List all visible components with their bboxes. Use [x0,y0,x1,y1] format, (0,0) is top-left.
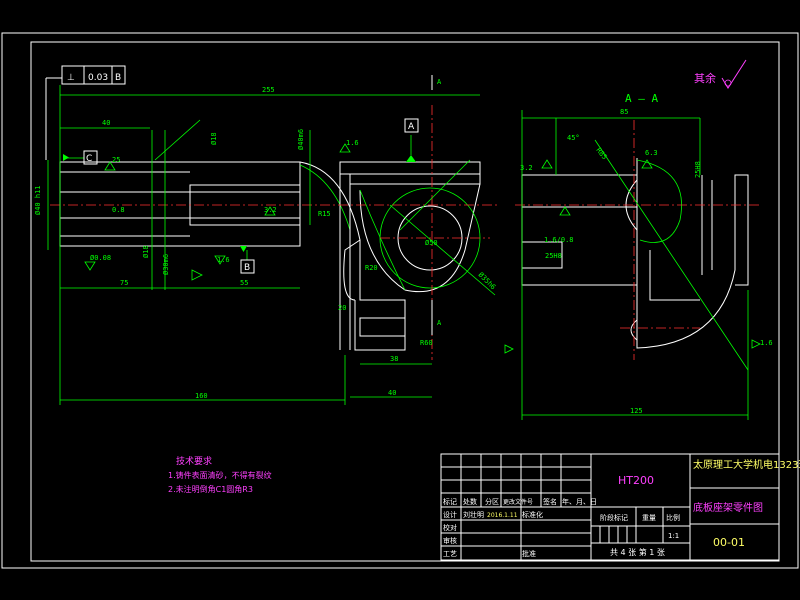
svg-text:Ø0.08: Ø0.08 [90,254,111,262]
tolerance-datum: B [115,73,121,83]
svg-text:R20: R20 [365,264,378,272]
svg-text:0.8: 0.8 [112,206,125,214]
row-design: 设计 [443,510,457,519]
sheet-count: 共 4 张 第 1 张 [610,547,665,557]
datum-b-box [240,259,255,274]
roughness-label: 其余 [694,71,716,85]
perpendicularity-tolerance-frame: ⊥ 0.03 B [61,65,126,85]
svg-text:6.3: 6.3 [645,149,658,157]
row-count: 处数 [463,497,477,506]
section-view-a-a [504,110,761,420]
front-view-dimensions: 255 40 75 55 160 40 38 Ø40 h11 Ø40m6 Ø18… [34,86,497,400]
row-approve: 批准 [522,549,536,558]
row-zone: 分区 [485,497,499,506]
svg-text:Ø18: Ø18 [142,245,150,258]
row-process: 工艺 [443,550,457,558]
designer-name: 刘壮明 [463,510,484,519]
svg-text:75: 75 [120,279,128,287]
svg-text:40: 40 [102,119,110,127]
tolerance-value: 0.03 [88,73,108,83]
svg-text:125: 125 [630,407,643,415]
svg-text:25: 25 [112,156,120,164]
svg-text:1.6: 1.6 [346,139,359,147]
datum-a-label: A [408,122,415,132]
part-name: 底板座架零件图 [693,501,763,514]
weight-label: 重量 [642,514,656,522]
ratio-label: 比例 [666,513,680,522]
outer-frame [1,32,799,569]
svg-text:160: 160 [195,392,208,400]
inner-frame [30,41,780,562]
svg-text:1.6/0.8: 1.6/0.8 [544,236,574,244]
svg-text:85: 85 [620,108,628,116]
section-arrow-top-label: A [437,78,442,86]
title-block [440,453,780,561]
row-standard: 标准化 [522,510,543,519]
datum-c-label: C [86,154,92,164]
row-date: 年、月、日 [562,497,597,506]
svg-text:1.6: 1.6 [217,256,230,264]
svg-text:40: 40 [388,389,396,397]
svg-text:Ø50: Ø50 [425,239,438,247]
scale-value: 1:1 [668,532,679,540]
svg-text:1.6: 1.6 [760,339,773,347]
section-view-dimensions: 85 125 R85 45° 1.6/0.8 25H8 25H8 3.2 6.3… [520,108,773,415]
school-name: 太原理工大学机电1323班 [693,458,800,471]
svg-text:R15: R15 [318,210,331,218]
tolerance-symbol: ⊥ [67,73,75,83]
section-arrow-bottom-label: A [437,319,442,327]
svg-text:Ø40m6: Ø40m6 [297,129,305,150]
svg-text:Ø18: Ø18 [210,132,218,145]
other-roughness-note: 其余 [694,59,747,89]
svg-text:3.2: 3.2 [520,164,533,172]
stage-label: 阶段标记 [600,513,628,522]
datum-b-label: B [244,263,250,273]
drawing-number: 00-01 [713,536,745,549]
svg-text:55: 55 [240,279,248,287]
front-view [45,75,500,405]
section-title: A — A [625,92,658,105]
row-doc: 更改文件号 [503,498,533,506]
datum-c-box [83,150,98,165]
material: HT200 [618,474,654,487]
design-date: 2016.1.11 [487,512,518,519]
tech-line-2: 2.未注明倒角C1圆角R3 [168,484,253,494]
row-mark: 标记 [443,497,457,506]
svg-text:R85: R85 [594,146,608,161]
tech-line-1: 1.铸件表面清砂，不得有裂纹 [168,470,272,480]
svg-text:25H8: 25H8 [694,161,702,178]
svg-text:45°: 45° [567,134,580,142]
row-review: 审核 [443,536,457,545]
svg-text:Ø30m6: Ø30m6 [162,254,170,275]
datum-a-box [404,118,419,133]
svg-text:38: 38 [390,355,398,363]
svg-text:255: 255 [262,86,275,94]
svg-text:Ø40 h11: Ø40 h11 [34,185,42,215]
svg-text:25H8: 25H8 [545,252,562,260]
row-check: 校对 [443,523,457,532]
svg-text:20: 20 [338,304,346,312]
svg-text:3.2: 3.2 [264,206,277,214]
row-sign: 签名 [543,497,557,506]
title-block-text: HT200 太原理工大学机电1323班 底板座架零件图 00-01 1:1 共 … [443,458,800,558]
tech-title: 技术要求 [176,455,212,467]
svg-text:R60: R60 [420,339,433,347]
tech-requirements: 技术要求 1.铸件表面清砂，不得有裂纹 2.未注明倒角C1圆角R3 [168,455,272,494]
